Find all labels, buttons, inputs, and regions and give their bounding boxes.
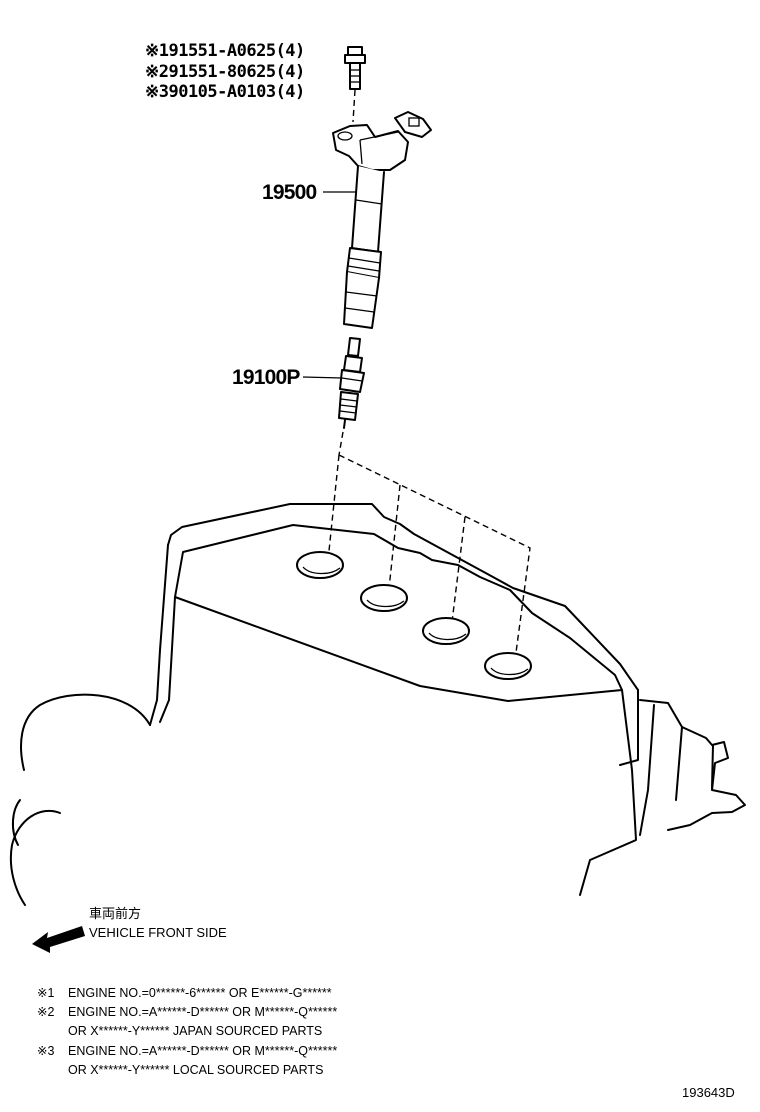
- note-2-line-1: ENGINE NO.=A******-D****** OR M******-Q*…: [68, 1005, 338, 1019]
- bolt-callout-2[interactable]: ※291551-80625(4): [145, 62, 305, 82]
- front-arrow-icon: [32, 926, 85, 953]
- spark-plug-illustration: [338, 337, 365, 429]
- part-number-ignition-coil[interactable]: 19500: [262, 181, 317, 204]
- note-1-mark: ※1: [37, 986, 55, 1000]
- note-3-line-1: ENGINE NO.=A******-D****** OR M******-Q*…: [68, 1044, 338, 1058]
- note-2-mark: ※2: [37, 1005, 55, 1019]
- note-3-mark: ※3: [37, 1044, 55, 1058]
- leader-lines: [302, 191, 357, 379]
- direction-label-en: VEHICLE FRONT SIDE: [89, 925, 227, 940]
- bolt-illustration: [344, 46, 366, 123]
- note-1-line-1: ENGINE NO.=0******-6****** OR E******-G*…: [68, 986, 332, 1000]
- figure-id: 193643D: [682, 1085, 735, 1100]
- cylinder-alignment-guides: [326, 431, 531, 661]
- engine-block-illustration: [9, 503, 746, 906]
- spark-plug-holes: [296, 551, 532, 680]
- note-2-line-2: OR X******-Y****** JAPAN SOURCED PARTS: [68, 1024, 323, 1038]
- bolt-callout-3[interactable]: ※390105-A0103(4): [145, 82, 305, 102]
- bolt-callout-1[interactable]: ※191551-A0625(4): [145, 41, 305, 61]
- ignition-coil-illustration: [332, 111, 432, 329]
- direction-label-jp: 車両前方: [89, 906, 142, 921]
- note-3-line-2: OR X******-Y****** LOCAL SOURCED PARTS: [68, 1063, 324, 1077]
- part-number-spark-plug[interactable]: 19100P: [232, 366, 300, 389]
